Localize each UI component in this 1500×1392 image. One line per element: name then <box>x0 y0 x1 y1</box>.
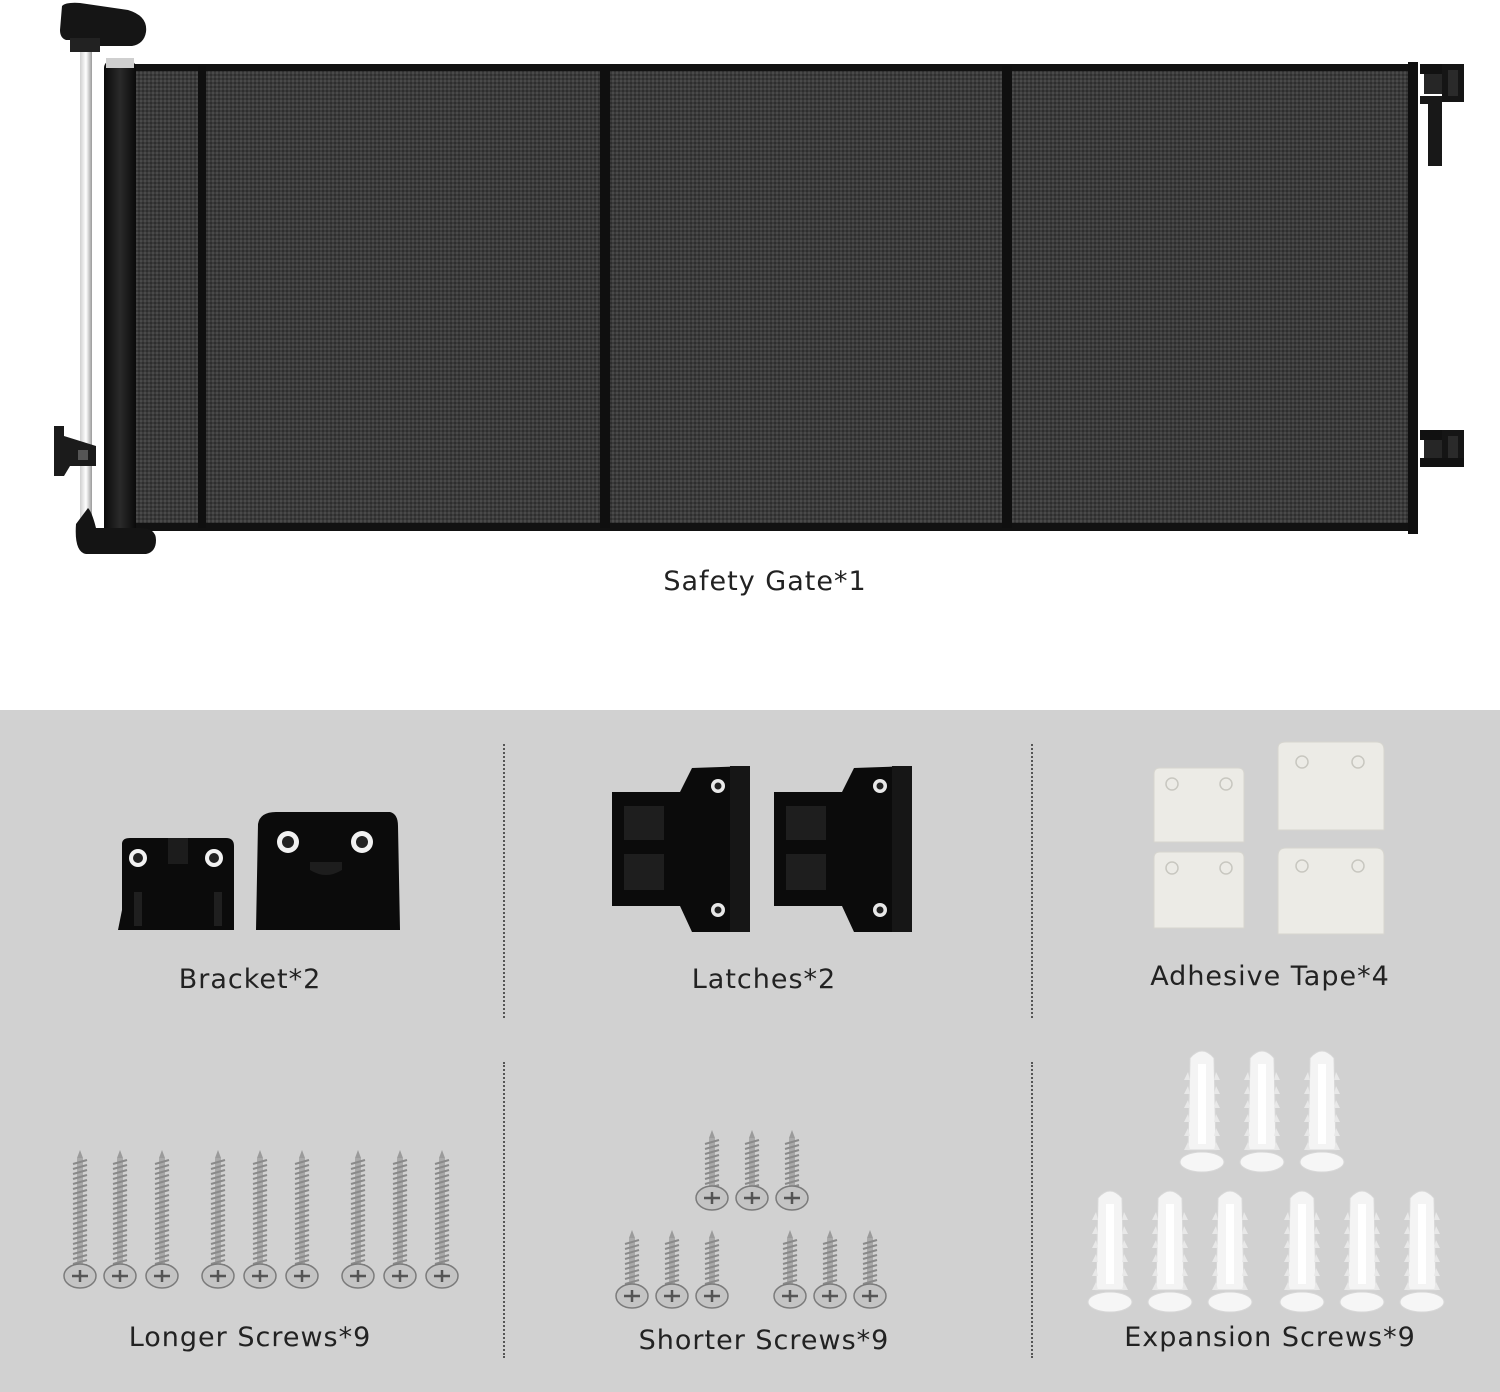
safety-gate-image <box>54 2 1464 554</box>
gate-right-latch-top <box>1420 64 1464 166</box>
screw <box>383 1150 417 1289</box>
shorter-screws-label: Shorter Screws*9 <box>638 1325 890 1356</box>
screw <box>773 1230 807 1309</box>
gate-left-hinge <box>54 426 96 476</box>
screw <box>201 1150 235 1289</box>
expansion-anchor <box>1147 1190 1193 1313</box>
column-divider <box>503 744 505 1018</box>
shorter-screws-image <box>615 1130 887 1309</box>
adhesive-tape-image <box>1153 741 1385 935</box>
gate-base <box>75 508 156 554</box>
screw <box>145 1150 179 1289</box>
screw <box>775 1130 809 1211</box>
gate-section: Safety Gate*1 <box>54 2 1464 597</box>
screw <box>103 1150 137 1289</box>
latches-image <box>612 766 912 932</box>
column-divider <box>1031 744 1033 1018</box>
expansion-anchor <box>1207 1190 1253 1313</box>
screw <box>63 1150 97 1289</box>
longer-screws-label: Longer Screws*9 <box>128 1322 372 1353</box>
screw <box>243 1150 277 1289</box>
screw <box>425 1150 459 1289</box>
bracket-image <box>118 812 400 930</box>
column-divider <box>503 1062 505 1358</box>
accessories-section: Bracket*2 Latches*2 <box>0 710 1500 1392</box>
screw <box>615 1230 649 1309</box>
gate-handle <box>60 2 147 47</box>
expansion-anchor <box>1279 1190 1325 1313</box>
gate-roller <box>104 60 136 536</box>
expansion-anchor <box>1299 1050 1345 1173</box>
gate-mesh <box>130 66 1412 530</box>
latches-label: Latches*2 <box>691 964 837 995</box>
gate-pole <box>80 52 92 542</box>
screw <box>853 1230 887 1309</box>
adhesive-tape-label: Adhesive Tape*4 <box>1150 961 1390 992</box>
safety-gate-label: Safety Gate*1 <box>663 566 867 597</box>
expansion-anchor <box>1087 1190 1133 1313</box>
longer-screws-image <box>63 1150 459 1289</box>
screw <box>735 1130 769 1211</box>
screw <box>695 1130 729 1211</box>
screw <box>695 1230 729 1309</box>
column-divider <box>1031 1062 1033 1358</box>
screw <box>655 1230 689 1309</box>
expansion-anchor <box>1399 1190 1445 1313</box>
screw <box>813 1230 847 1309</box>
expansion-anchor <box>1179 1050 1225 1173</box>
expansion-screws-label: Expansion Screws*9 <box>1124 1322 1416 1353</box>
expansion-screws-image <box>1087 1050 1445 1313</box>
screw <box>285 1150 319 1289</box>
expansion-anchor <box>1339 1190 1385 1313</box>
gate-right-latch-bottom <box>1420 430 1464 467</box>
screw <box>341 1150 375 1289</box>
bracket-label: Bracket*2 <box>178 964 322 995</box>
expansion-anchor <box>1239 1050 1285 1173</box>
